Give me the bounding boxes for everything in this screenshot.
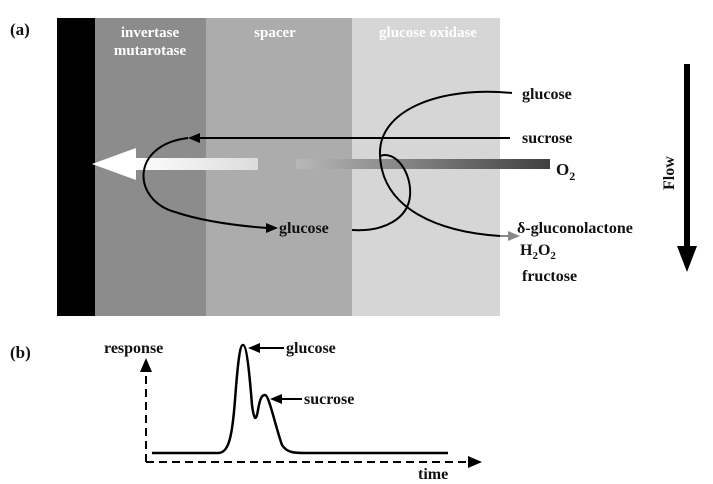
panel-b-letter: (b) bbox=[10, 343, 31, 362]
glucose-peak-label: glucose bbox=[286, 340, 336, 357]
flow-label: Flow bbox=[661, 156, 678, 190]
time-axis-label: time bbox=[418, 466, 448, 483]
response-axis-arrow bbox=[140, 358, 152, 372]
flow-arrow-head bbox=[677, 246, 697, 272]
time-axis-arrow bbox=[468, 456, 482, 468]
product-arrow-head bbox=[92, 148, 136, 180]
invertase-glucose-curve bbox=[142, 137, 269, 229]
flow-arrow-shaft bbox=[684, 64, 690, 250]
glucose-return-curve bbox=[351, 154, 412, 232]
electrode-layer bbox=[57, 18, 95, 316]
fructose-label: fructose bbox=[522, 268, 577, 285]
glucose-peak-pointer-head bbox=[248, 343, 260, 353]
hydrogen-peroxide-label: H2O2 bbox=[520, 242, 556, 262]
panel-a-letter: (a) bbox=[10, 20, 30, 39]
response-axis-label: response bbox=[104, 340, 163, 357]
glucose-bulk-label: glucose bbox=[522, 86, 572, 103]
response-trace bbox=[152, 343, 448, 455]
sucrose-peak-label: sucrose bbox=[304, 391, 354, 408]
spacer-label: spacer bbox=[254, 25, 296, 41]
invertase-label: invertase bbox=[121, 25, 180, 41]
sucrose-arrow-head bbox=[188, 133, 200, 143]
product-arrow-shaft bbox=[130, 158, 258, 170]
mutarotase-label: mutarotase bbox=[114, 43, 187, 59]
oxygen-gradient-bar bbox=[296, 159, 550, 169]
sucrose-label: sucrose bbox=[522, 130, 572, 147]
glucose-mid-label: glucose bbox=[279, 220, 329, 237]
glucose-oxidase-label: glucose oxidase bbox=[379, 25, 477, 41]
gluconolactone-label: δ-gluconolactone bbox=[517, 220, 633, 237]
glucose-mid-arrow-head bbox=[266, 223, 278, 233]
oxygen-label: O2 bbox=[556, 160, 575, 183]
sucrose-peak-pointer-head bbox=[270, 394, 282, 404]
product-out-arrow-head bbox=[508, 231, 520, 241]
